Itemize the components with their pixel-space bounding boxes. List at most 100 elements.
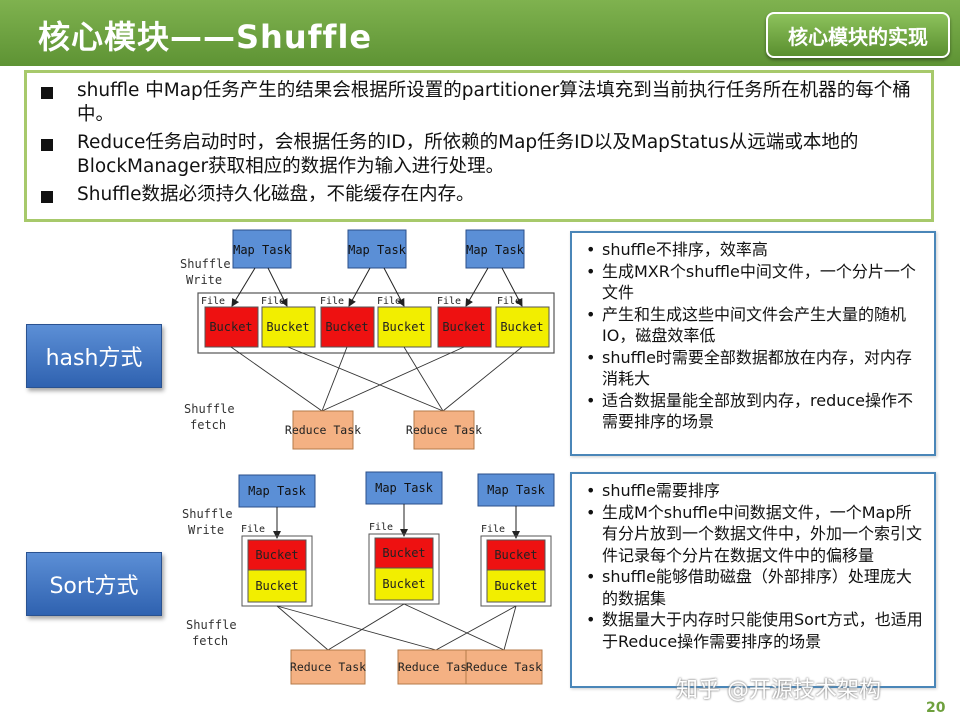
sort-reduce-task: Reduce Task — [397, 649, 475, 685]
hash-map-task: Map Task — [347, 229, 407, 269]
reduce-task-label: Reduce Task — [398, 660, 474, 674]
reduce-task-label: Reduce Task — [406, 423, 482, 437]
map-task-box — [238, 474, 316, 508]
map-task-label: Map Task — [233, 243, 292, 257]
hash-write-label-line1: Shuffle — [180, 257, 231, 271]
bullet-dot-icon: • — [586, 567, 596, 586]
hash-reduce-task: Reduce Task — [406, 410, 482, 450]
note-text: 产生和生成这些中间文件会产生大量的随机IO，磁盘效率低 — [602, 304, 907, 346]
file-label: File — [377, 296, 401, 307]
bucket-yellow — [374, 567, 434, 601]
hash-file: File Bucket — [437, 296, 492, 348]
sort-file: File Bucket Bucket — [480, 524, 552, 607]
bucket-label: Bucket — [266, 320, 309, 334]
reduce-task-label: Reduce Task — [466, 660, 542, 674]
sort-file: File Bucket Bucket — [368, 522, 440, 605]
bucket-yellow — [261, 306, 316, 348]
bullet-dot-icon: • — [586, 502, 596, 522]
file-label: File — [201, 296, 225, 307]
bullet-dot-icon: • — [586, 347, 596, 367]
note-text: shuffle时需要全部数据都放在内存，对内存消耗大 — [602, 347, 912, 389]
note-text: 适合数据量能全部放到内存，reduce操作不需要排序的场景 — [602, 390, 914, 432]
intro-bullet: Reduce任务启动时时，会根据任务的ID，所依赖的Map任务ID以及MapSt… — [39, 131, 921, 179]
note-text: shuffle不排序，效率高 — [602, 240, 768, 259]
bullet-dot-icon: • — [586, 390, 596, 410]
intro-bullet-text: Reduce任务启动时时，会根据任务的ID，所依赖的Map任务ID以及MapSt… — [77, 132, 859, 177]
bucket-label: Bucket — [255, 548, 298, 562]
intro-box: shuffle 中Map任务产生的结果会根据所设置的partitioner算法填… — [24, 70, 934, 222]
sort-write-label-line2: Write — [188, 523, 224, 537]
reduce-task-box — [292, 410, 354, 450]
bucket-red — [486, 539, 546, 571]
map-task-box — [232, 229, 292, 269]
sort-write-label-line1: Shuffle — [182, 507, 233, 521]
square-bullet-icon — [41, 87, 53, 99]
bucket-yellow — [377, 306, 432, 348]
sort-reduce-task: Reduce Task — [290, 649, 366, 685]
hash-map-task: Map Task — [232, 229, 292, 269]
hash-reduce-task: Reduce Task — [285, 410, 361, 450]
map-task-label: Map Task — [348, 243, 407, 257]
file-label: File — [497, 296, 521, 307]
section-badge: 核心模块的实现 — [766, 12, 950, 58]
intro-bullet: Shuffle数据必须持久化磁盘，不能缓存在内存。 — [39, 183, 921, 207]
bullet-dot-icon: • — [586, 304, 596, 324]
hash-map-task: Map Task — [465, 229, 525, 269]
bullet-dot-icon: • — [586, 610, 596, 629]
sort-map-task: Map Task — [365, 471, 443, 505]
note-item: • shuffle能够借助磁盘（外部排序）处理庞大的数据集 — [580, 566, 926, 609]
hash-write-label-line2: Write — [186, 273, 222, 287]
note-item: •生成MXR个shuffle中间文件，一个分片一个文件 — [580, 261, 926, 304]
note-item: • 适合数据量能全部放到内存，reduce操作不需要排序的场景 — [580, 390, 926, 433]
bucket-red — [437, 306, 492, 348]
sort-file: File Bucket Bucket — [241, 524, 313, 607]
bucket-label: Bucket — [494, 579, 537, 593]
square-bullet-icon — [41, 191, 53, 203]
note-text: shuffle需要排序 — [602, 481, 720, 500]
file-label: File — [369, 522, 393, 533]
hash-fetch-label-line2: fetch — [190, 418, 226, 432]
note-item: • shuffle需要排序 — [580, 480, 926, 502]
sort-fetch-label-line1: Shuffle — [186, 618, 237, 632]
note-text: shuffle能够借助磁盘（外部排序）处理庞大的数据集 — [602, 567, 912, 608]
bucket-label: Bucket — [325, 320, 368, 334]
slide-title: 核心模块——Shuffle — [38, 18, 373, 56]
note-item: • 产生和生成这些中间文件会产生大量的随机IO，磁盘效率低 — [580, 304, 926, 347]
bucket-label: Bucket — [255, 579, 298, 593]
reduce-task-label: Reduce Task — [290, 660, 366, 674]
sort-fetch-lines — [276, 603, 517, 651]
hash-file: File Bucket — [495, 296, 550, 348]
bucket-red — [320, 306, 375, 348]
note-text: 生成MXR个shuffle中间文件，一个分片一个文件 — [602, 261, 916, 303]
file-label: File — [241, 524, 265, 535]
intro-bullet-text: shuffle 中Map任务产生的结果会根据所设置的partitioner算法填… — [77, 80, 911, 125]
note-item: • shuffle时需要全部数据都放在内存，对内存消耗大 — [580, 347, 926, 390]
map-task-box — [465, 229, 525, 269]
reduce-task-box — [465, 649, 543, 685]
bucket-label: Bucket — [442, 320, 485, 334]
file-label: File — [481, 524, 505, 535]
intro-bullet: shuffle 中Map任务产生的结果会根据所设置的partitioner算法填… — [39, 79, 921, 127]
sort-notes-box: •shuffle需要排序 •生成M个shuffle中间数据文件，一个Map所有分… — [570, 472, 936, 688]
sort-map-task: Map Task — [477, 473, 555, 507]
bullet-dot-icon: • — [586, 481, 596, 500]
note-item: •数据量大于内存时只能使用Sort方式，也适用于Reduce操作需要排序的场景 — [580, 609, 926, 652]
bucket-red — [247, 539, 307, 571]
bucket-label: Bucket — [382, 577, 425, 591]
hash-map-arrows — [231, 267, 523, 307]
bucket-yellow — [495, 306, 550, 348]
hash-write-label: Shuffle Write — [180, 257, 238, 287]
note-item: •shuffle不排序，效率高 — [580, 239, 926, 261]
sort-map-task: Map Task — [238, 474, 316, 508]
map-task-label: Map Task — [375, 481, 434, 495]
file-label: File — [320, 296, 344, 307]
hash-fetch-label: Shuffle fetch — [184, 402, 242, 432]
sort-method-label: Sort方式 — [26, 552, 162, 616]
slide-header: 核心模块——Shuffle 核心模块的实现 — [0, 0, 960, 66]
bucket-yellow — [486, 569, 546, 603]
map-task-label: Map Task — [466, 243, 525, 257]
hash-file: File Bucket — [201, 296, 259, 348]
bucket-label: Bucket — [494, 548, 537, 562]
file-label: File — [261, 296, 285, 307]
